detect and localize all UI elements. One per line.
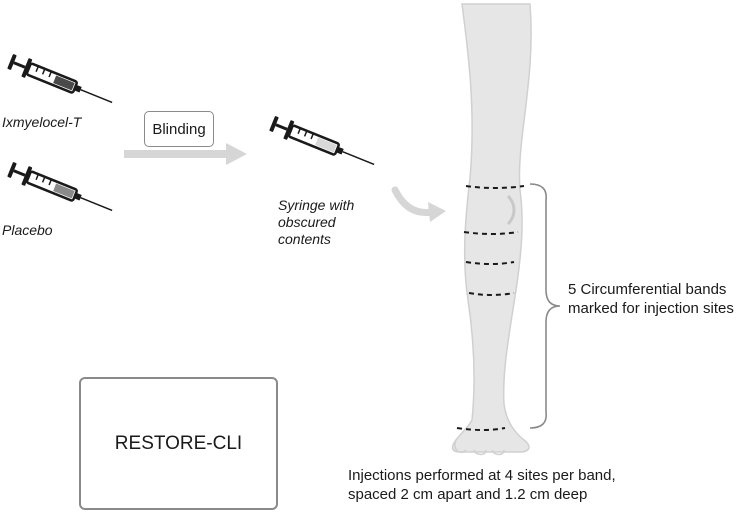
- blinded-syringe-label-line: contents: [278, 231, 331, 247]
- injection-note-line: Injections performed at 4 sites per band…: [348, 467, 616, 484]
- bands-note-line: 5 Circumferential bands: [568, 281, 727, 298]
- injection-note: Injections performed at 4 sites per band…: [348, 466, 728, 504]
- to-leg-arrow: [391, 186, 446, 222]
- bands-note-line: marked for injection sites: [568, 300, 734, 317]
- injection-band-5: [456, 427, 506, 431]
- bands-note: 5 Circumferential bands marked for injec…: [568, 280, 750, 318]
- syringe-blinded-icon: [267, 112, 380, 175]
- trial-name-box: RESTORE-CLI: [79, 377, 278, 510]
- blinded-syringe-label-line: obscured: [278, 214, 336, 230]
- placebo-label: Placebo: [2, 222, 53, 238]
- injection-band-4: [468, 292, 515, 296]
- injection-note-line: spaced 2 cm apart and 1.2 cm deep: [348, 486, 588, 503]
- blinding-label: Blinding: [152, 120, 206, 138]
- leg-illustration: [451, 3, 532, 456]
- blinded-syringe-label-line: Syringe with: [278, 197, 355, 213]
- syringe-placebo-icon: [5, 158, 118, 221]
- syringe-ixmyelocel-icon: [5, 50, 118, 113]
- blinding-box: Blinding: [144, 111, 214, 147]
- injection-band-3: [465, 261, 515, 265]
- bands-brace: [529, 183, 561, 429]
- injection-band-2: [463, 231, 519, 235]
- ixmyelocel-label: Ixmyelocel-T: [2, 114, 82, 130]
- blinding-arrow: [124, 143, 247, 165]
- blinded-syringe-label: Syringe with obscured contents: [278, 197, 398, 248]
- injection-band-1: [465, 185, 525, 189]
- trial-name-label: RESTORE-CLI: [114, 432, 243, 454]
